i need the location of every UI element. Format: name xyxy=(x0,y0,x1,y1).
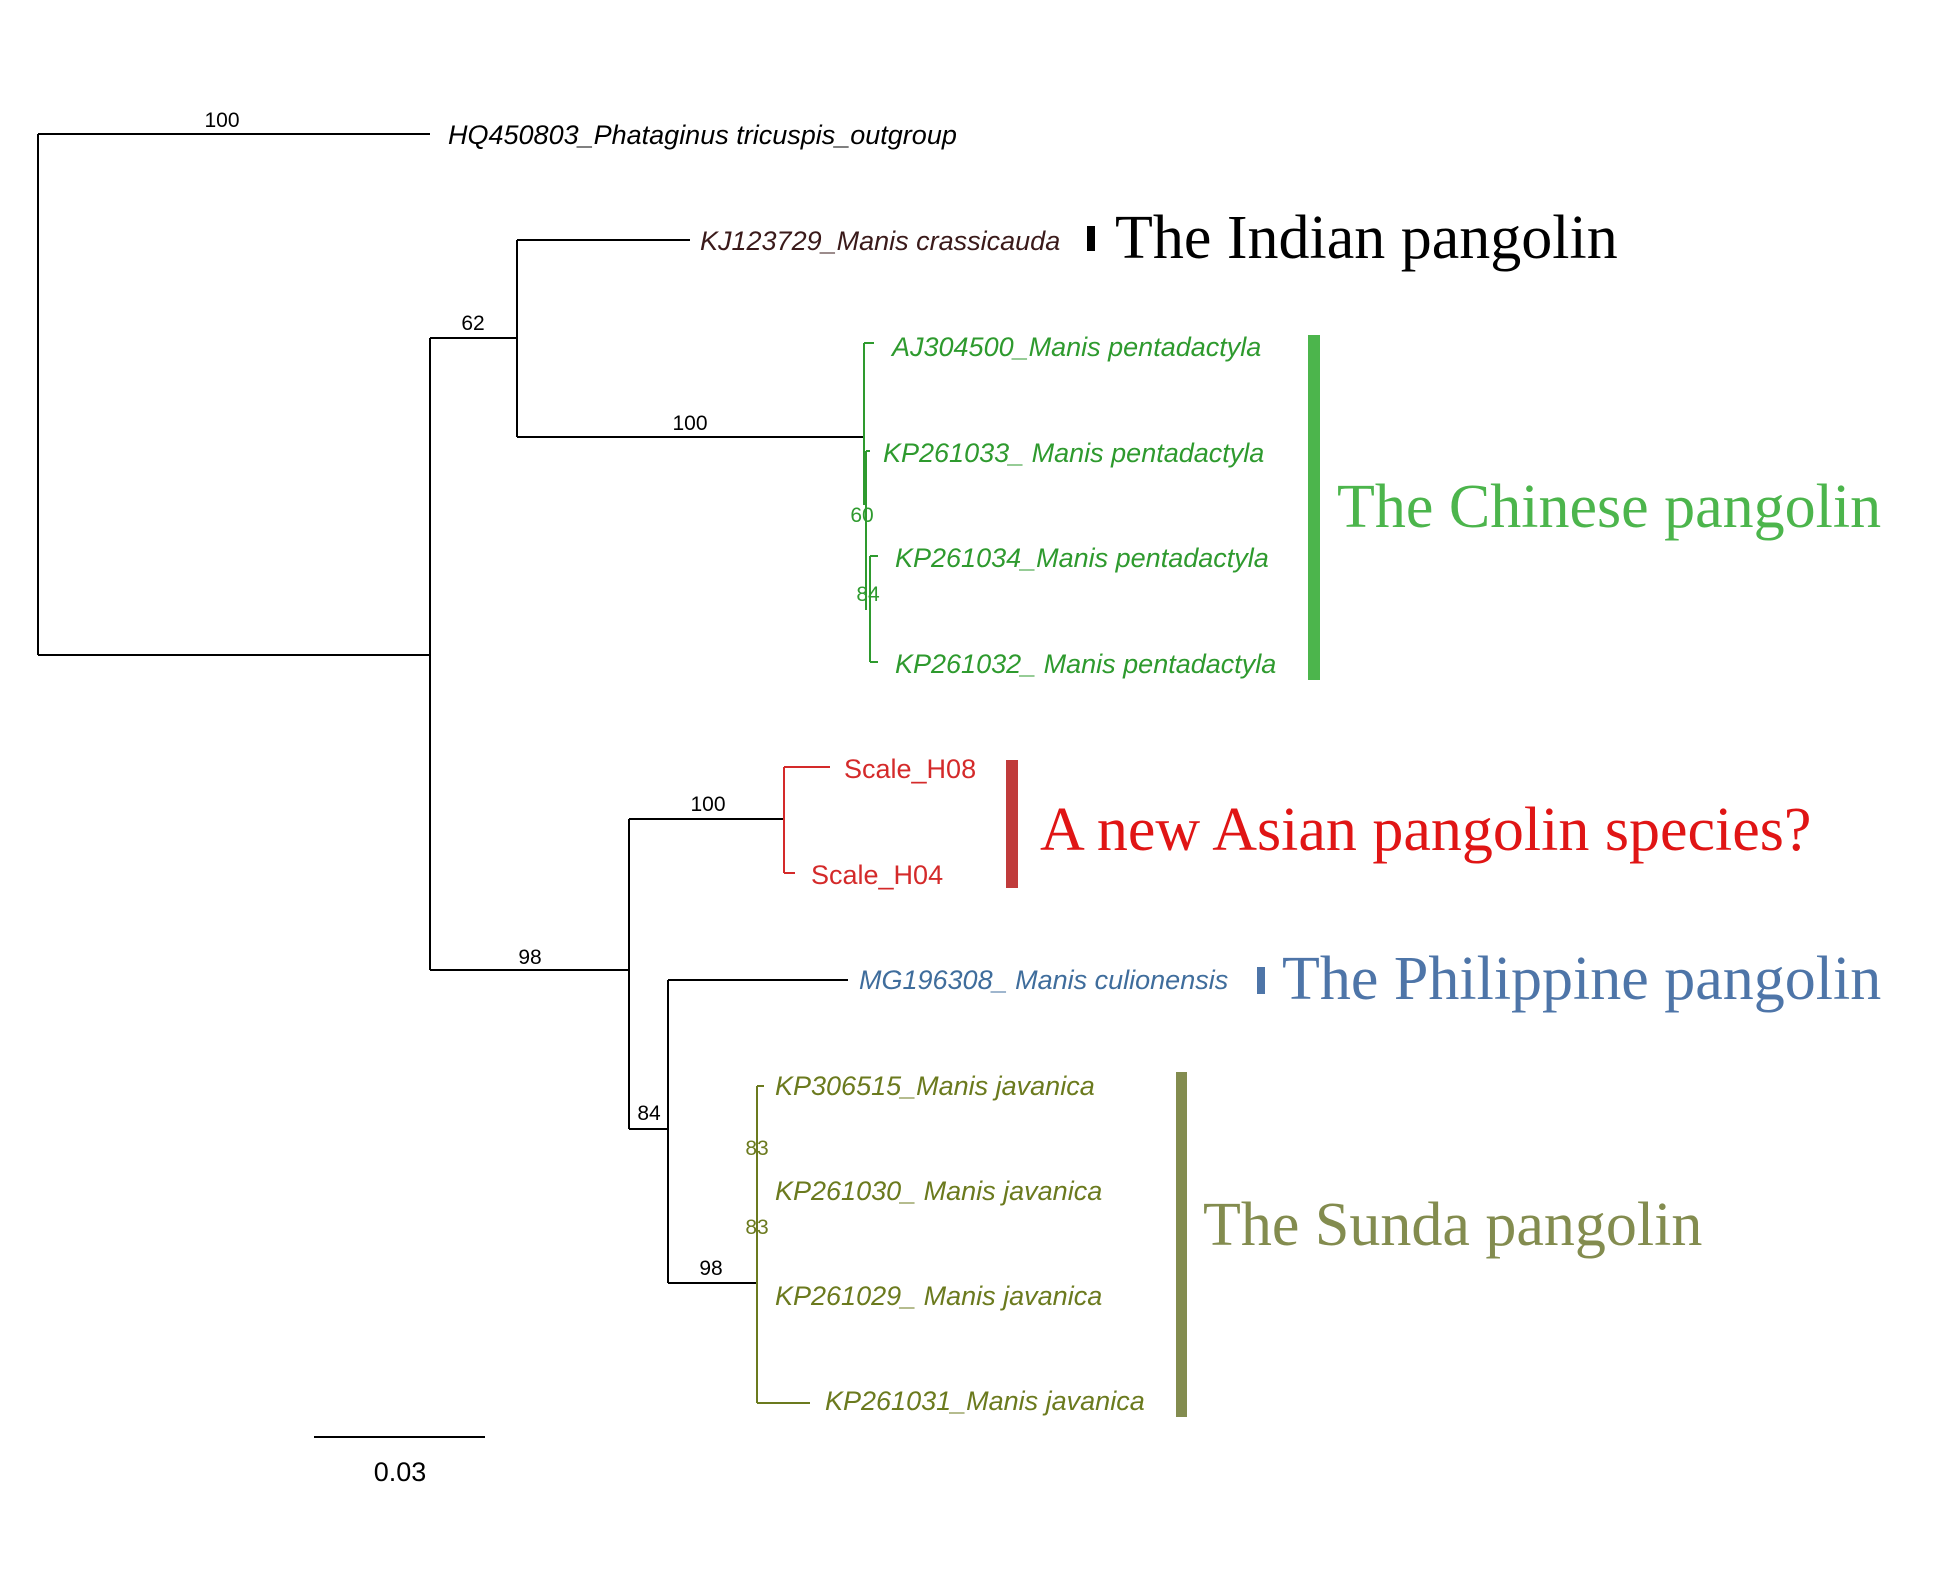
taxon-sunda-2: KP261030_ Manis javanica xyxy=(775,1176,1102,1206)
support-new-species: 100 xyxy=(690,793,725,816)
clade-bar-new-species xyxy=(1006,760,1018,888)
taxon-chinese-4: KP261032_ Manis pentadactyla xyxy=(895,649,1276,679)
taxon-scale-h04: Scale_H04 xyxy=(811,860,943,890)
clade-label-indian: The Indian pangolin xyxy=(1115,204,1618,272)
sunda-clade-branches xyxy=(756,1085,810,1404)
taxon-outgroup: HQ450803_Phataginus tricuspis_outgroup xyxy=(448,120,957,150)
taxon-scale-h08: Scale_H08 xyxy=(844,754,976,784)
support-chinese-inner: 60 xyxy=(850,504,873,527)
scale-bar-label: 0.03 xyxy=(374,1457,427,1487)
taxon-sunda-4: KP261031_Manis javanica xyxy=(825,1386,1145,1416)
clade-label-new-species: A new Asian pangolin species? xyxy=(1040,796,1811,864)
taxon-chinese-3: KP261034_Manis pentadactyla xyxy=(895,543,1269,573)
clade-bar-sunda xyxy=(1176,1072,1187,1417)
support-chinese: 100 xyxy=(672,412,707,435)
support-sunda: 98 xyxy=(699,1257,722,1280)
support-sunda-inner-1: 83 xyxy=(745,1137,768,1160)
clade-bar-chinese xyxy=(1308,335,1320,680)
taxon-chinese-2: KP261033_ Manis pentadactyla xyxy=(883,438,1264,468)
clade-label-philippine: The Philippine pangolin xyxy=(1282,945,1881,1013)
new-species-branches xyxy=(783,766,830,874)
taxon-sunda-3: KP261029_ Manis javanica xyxy=(775,1281,1102,1311)
clade-bar-philippine xyxy=(1257,967,1265,994)
taxon-chinese-1: AJ304500_Manis pentadactyla xyxy=(890,332,1261,362)
tree-branches xyxy=(37,133,864,1284)
taxon-sunda-1: KP306515_Manis javanica xyxy=(775,1071,1095,1101)
taxon-philippine: MG196308_ Manis culionensis xyxy=(859,965,1228,995)
support-outgroup: 100 xyxy=(204,109,239,132)
support-sunda-inner-2: 83 xyxy=(745,1216,768,1239)
support-philippine-sunda: 84 xyxy=(637,1102,661,1125)
support-asian-clade: 98 xyxy=(518,946,541,969)
clade-label-chinese: The Chinese pangolin xyxy=(1337,473,1881,541)
support-indian-chinese: 62 xyxy=(461,312,484,335)
support-chinese-pair: 84 xyxy=(856,583,880,606)
clade-label-sunda: The Sunda pangolin xyxy=(1203,1191,1702,1259)
taxon-indian: KJ123729_Manis crassicauda xyxy=(700,226,1060,256)
clade-bar-indian xyxy=(1087,226,1095,251)
chinese-clade-branches xyxy=(863,342,878,663)
